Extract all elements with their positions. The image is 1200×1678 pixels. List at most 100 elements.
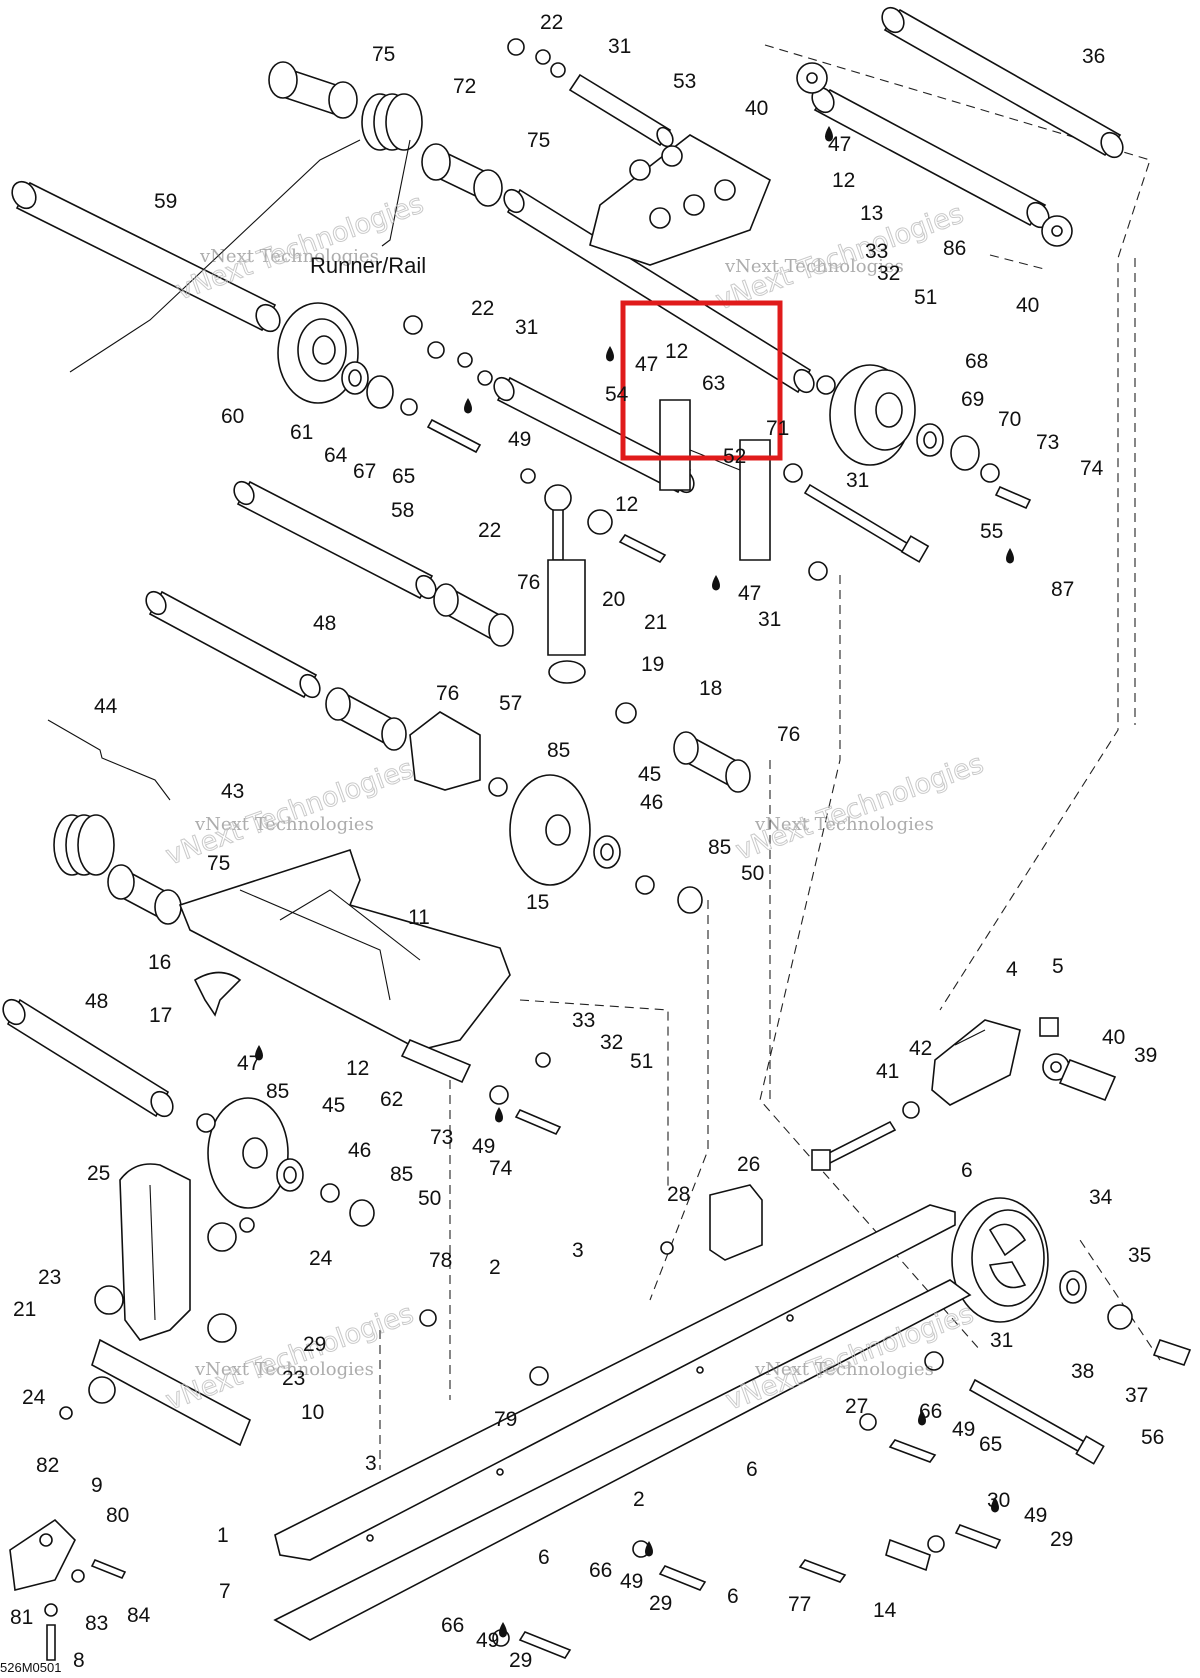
spacer-20 (587, 509, 613, 535)
callout-55: 55 (980, 520, 1003, 543)
callout-22: 22 (540, 11, 563, 34)
callout-21: 21 (13, 1298, 36, 1321)
callout-33: 33 (865, 240, 888, 263)
callout-22: 22 (471, 297, 494, 320)
callout-12: 12 (346, 1057, 369, 1080)
callout-31: 31 (515, 316, 538, 339)
watermark-text: vNext Technologies (162, 753, 418, 871)
callout-46: 46 (640, 791, 663, 814)
callout-23: 23 (282, 1367, 305, 1390)
lubrication-drop-icons (255, 126, 1014, 1638)
watermark-text: vNext Technologies (199, 246, 379, 267)
callout-11: 11 (408, 906, 430, 929)
callout-49: 49 (476, 1629, 499, 1652)
callout-56: 56 (1141, 1426, 1164, 1449)
callout-24: 24 (309, 1247, 333, 1270)
callout-6: 6 (538, 1546, 550, 1569)
callout-42: 42 (909, 1037, 932, 1060)
callout-49: 49 (508, 428, 531, 451)
brackets (9, 134, 1021, 1591)
callout-29: 29 (509, 1649, 532, 1672)
shaft-59 (11, 180, 281, 333)
callout-40: 40 (1102, 1026, 1125, 1049)
bolt-55 (803, 483, 930, 563)
callout-28: 28 (667, 1183, 690, 1206)
callout-68: 68 (965, 350, 988, 373)
callout-6: 6 (746, 1458, 758, 1481)
callout-8: 8 (73, 1649, 85, 1672)
callout-51: 51 (914, 286, 937, 309)
callout-72: 72 (453, 75, 476, 98)
bushing-76-b (325, 687, 407, 751)
callout-19: 19 (641, 653, 664, 676)
callout-63: 63 (702, 372, 725, 395)
callout-49: 49 (620, 1570, 643, 1593)
callout-31: 31 (758, 608, 781, 631)
wheel-68 (829, 364, 916, 466)
callout-74: 74 (489, 1157, 513, 1180)
bushing-76-c (673, 731, 751, 793)
spring-72 (69, 93, 423, 373)
watermark-text: vNext Technologies (754, 814, 934, 835)
callout-31: 31 (846, 469, 869, 492)
bolt-41 (811, 1120, 897, 1171)
callout-45: 45 (322, 1094, 345, 1117)
callout-51: 51 (630, 1050, 653, 1073)
callout-2: 2 (633, 1488, 645, 1511)
callout-14: 14 (873, 1599, 897, 1622)
callout-43: 43 (221, 780, 244, 803)
shaft-13 (503, 188, 815, 394)
callout-66: 66 (441, 1614, 464, 1637)
drawing-code: 526M0501 (0, 1660, 61, 1675)
callout-47: 47 (635, 353, 658, 376)
rear-arm-25 (91, 1163, 252, 1447)
callout-10: 10 (301, 1401, 324, 1424)
callout-29: 29 (649, 1592, 672, 1615)
shock-19 (544, 484, 586, 684)
assembly-guide-lines (379, 44, 1161, 1470)
callout-85: 85 (266, 1080, 289, 1103)
bushing-76-a (433, 583, 514, 647)
callout-22: 22 (478, 519, 501, 542)
swing-arm-11 (178, 848, 511, 1084)
callout-85: 85 (547, 739, 570, 762)
callout-54: 54 (605, 383, 629, 406)
callout-29: 29 (303, 1333, 326, 1356)
callout-41: 41 (876, 1060, 899, 1083)
callout-73: 73 (430, 1126, 453, 1149)
wheel-45-upper (509, 774, 591, 886)
callout-12: 12 (832, 169, 855, 192)
callout-76: 76 (436, 682, 459, 705)
spring-43 (47, 719, 171, 876)
arm-63 (589, 134, 772, 266)
callout-7: 7 (219, 1580, 231, 1603)
callout-82: 82 (36, 1454, 59, 1477)
shaft-86 (811, 86, 1050, 229)
callout-86: 86 (943, 237, 966, 260)
pivot-4 (931, 1019, 1021, 1106)
callout-12: 12 (665, 340, 688, 363)
shaft-48-lower (2, 998, 174, 1118)
callout-84: 84 (127, 1604, 151, 1627)
callout-75: 75 (527, 129, 550, 152)
watermark-text: vNext Technologies (754, 1359, 934, 1380)
callout-71: 71 (766, 417, 789, 440)
callout-75: 75 (372, 43, 395, 66)
callout-47: 47 (237, 1052, 260, 1075)
wheels (207, 302, 1087, 1323)
watermark-text: vNext Technologies (194, 814, 374, 835)
callout-25: 25 (87, 1162, 110, 1185)
bearing-69 (916, 423, 944, 457)
callout-3: 3 (365, 1452, 377, 1475)
callout-6: 6 (961, 1159, 973, 1182)
callout-77: 77 (788, 1593, 811, 1616)
callout-48: 48 (85, 990, 108, 1013)
callout-69: 69 (961, 388, 984, 411)
callout-26: 26 (737, 1153, 760, 1176)
callout-65: 65 (392, 465, 415, 488)
callout-17: 17 (149, 1004, 172, 1027)
callout-58: 58 (391, 499, 414, 522)
callout-64: 64 (324, 444, 348, 467)
callout-49: 49 (472, 1135, 495, 1158)
